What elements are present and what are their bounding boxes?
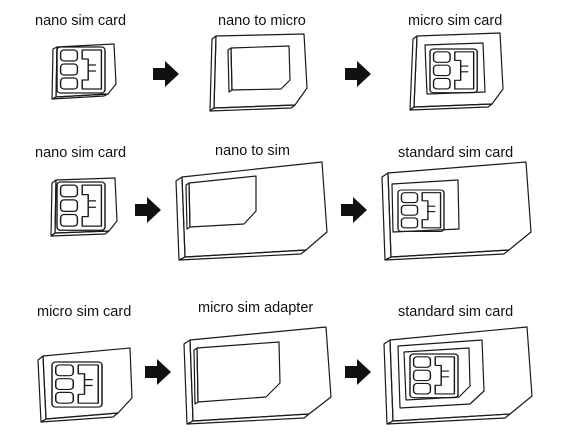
- label-micro-sim-card: micro sim card: [408, 13, 503, 29]
- micro-sim-adapter: [183, 326, 332, 425]
- nano-to-sim-adapter: [175, 161, 328, 261]
- standard-sim-card-row2: [381, 161, 532, 261]
- right-arrow-icon: [341, 197, 367, 223]
- right-arrow-icon: [345, 61, 371, 87]
- right-arrow-icon: [153, 61, 179, 87]
- standard-sim-card-row3: [383, 326, 533, 425]
- label-nano-to-micro: nano to micro: [218, 13, 306, 29]
- nano-sim-card-row2: [50, 177, 118, 237]
- right-arrow-icon: [135, 197, 161, 223]
- label-standard-sim-card-2: standard sim card: [398, 304, 514, 320]
- label-standard-sim-card: standard sim card: [398, 145, 514, 161]
- label-nano-sim-card-2: nano sim card: [35, 145, 127, 161]
- label-nano-sim-card: nano sim card: [35, 13, 127, 29]
- label-micro-sim-card-2: micro sim card: [37, 304, 132, 320]
- label-nano-to-sim: nano to sim: [215, 143, 290, 159]
- nano-to-micro-adapter: [209, 33, 308, 112]
- micro-sim-card-row1: [409, 32, 504, 111]
- nano-sim-card-row1: [51, 43, 117, 100]
- right-arrow-icon: [345, 359, 371, 385]
- chip-icon: [56, 46, 106, 94]
- micro-sim-card-row3: [37, 347, 133, 423]
- right-arrow-icon: [145, 359, 171, 385]
- label-micro-sim-adapter: micro sim adapter: [198, 300, 314, 316]
